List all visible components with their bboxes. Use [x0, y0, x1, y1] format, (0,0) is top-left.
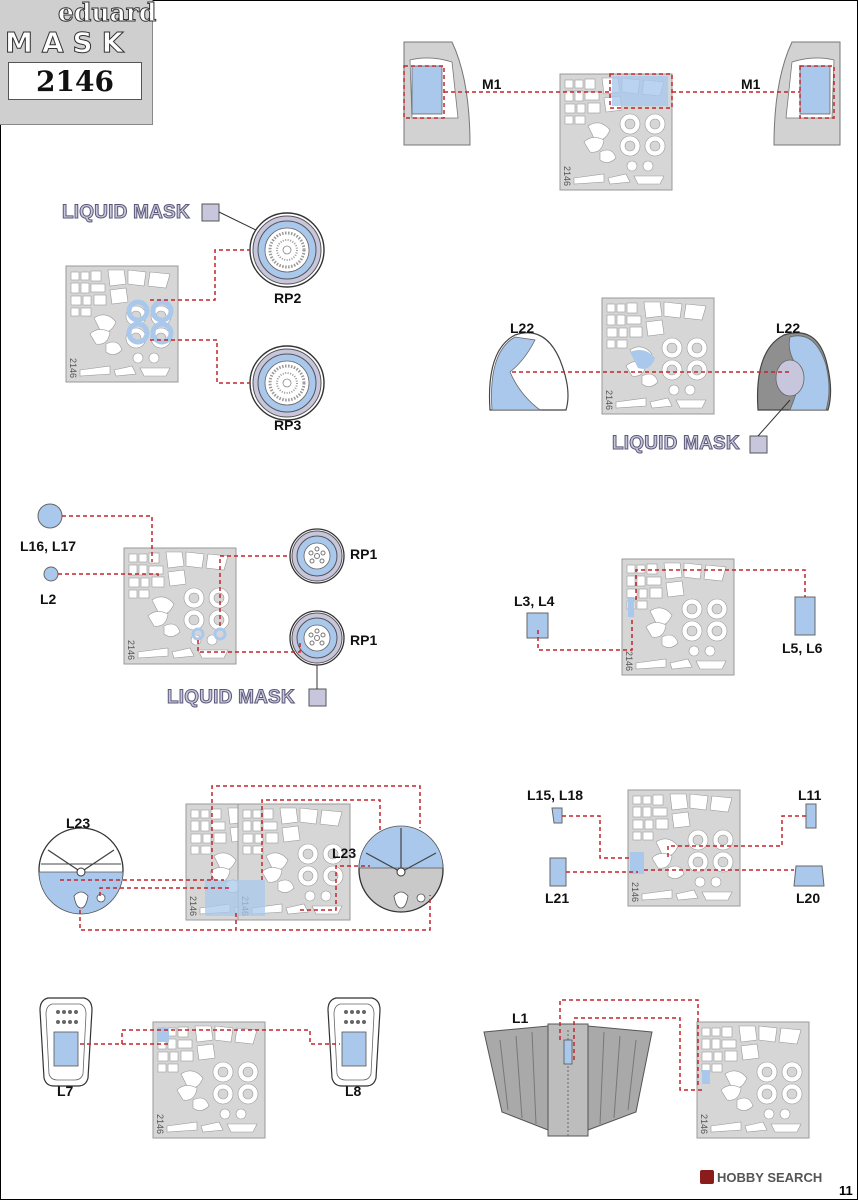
liquid-mask-label-3: LIQUID MASK	[167, 687, 296, 709]
label-l1: L1	[512, 1010, 529, 1026]
section-l1	[483, 999, 810, 1139]
label-m1-left: M1	[482, 76, 502, 92]
footer-brand-text: HOBBY SEARCH	[717, 1170, 823, 1185]
page-number: 11	[839, 1183, 853, 1198]
label-l22-left: L22	[510, 320, 535, 336]
section-l11-l21	[549, 789, 825, 907]
product-name: MASK	[4, 26, 133, 60]
label-l11: L11	[798, 787, 822, 803]
label-l22-right: L22	[776, 320, 801, 336]
label-l5-l6: L5, L6	[782, 640, 823, 656]
label-l3-l4: L3, L4	[514, 593, 555, 609]
liquid-mask-label-2: LIQUID MASK	[612, 433, 741, 455]
section-m1	[403, 41, 841, 191]
label-l8: L8	[345, 1083, 362, 1099]
footer-brand: HOBBY SEARCH	[700, 1170, 822, 1185]
product-number-box: 2146	[8, 62, 142, 100]
label-m1-right: M1	[741, 76, 761, 92]
label-l21: L21	[545, 890, 570, 906]
hobby-search-icon	[700, 1170, 714, 1184]
label-l15-l18: L15, L18	[527, 787, 584, 803]
section-l23	[38, 785, 444, 931]
label-l23-right: L23	[332, 845, 357, 861]
label-l7: L7	[57, 1083, 74, 1099]
label-rp2: RP2	[274, 290, 302, 306]
label-l2: L2	[40, 591, 57, 607]
label-rp3: RP3	[274, 417, 302, 433]
liquid-mask-label-1: LIQUID MASK	[62, 202, 191, 224]
label-l23-left: L23	[66, 815, 91, 831]
product-number: 2146	[36, 65, 114, 98]
section-l3-l6	[526, 558, 816, 676]
label-rp1-bottom: RP1	[350, 632, 378, 648]
label-rp1-top: RP1	[350, 546, 378, 562]
section-rp2-rp3	[65, 203, 326, 422]
section-rp1	[37, 503, 345, 707]
eduard-mask-logo: eduard MASK 2146	[0, 0, 157, 125]
label-l16-l17: L16, L17	[20, 538, 77, 554]
label-l20: L20	[796, 890, 821, 906]
section-l22	[488, 297, 832, 454]
section-l7-l8	[39, 997, 381, 1139]
brand-name: eduard	[57, 0, 157, 28]
